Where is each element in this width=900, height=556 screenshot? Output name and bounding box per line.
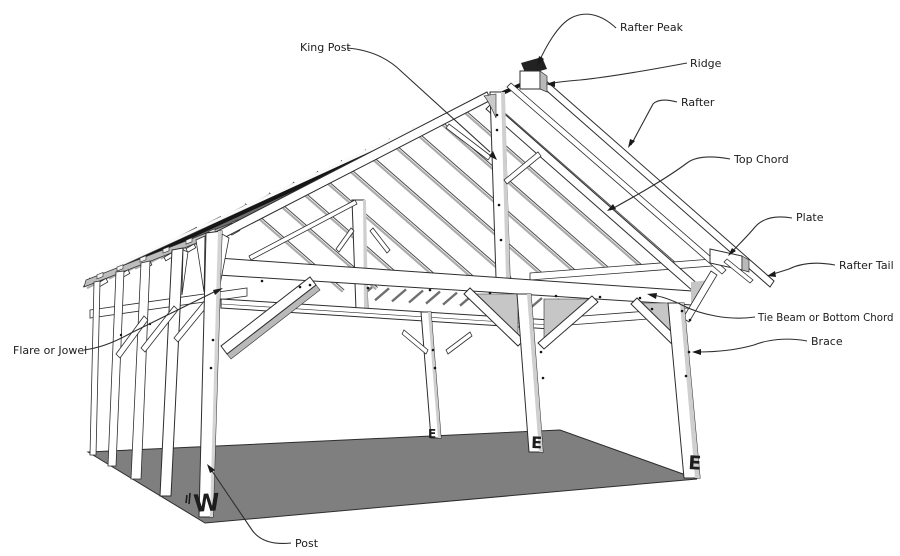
label-ridge: Ridge <box>690 57 722 70</box>
tie-beam-arrowhead <box>647 293 657 299</box>
label-flare-or-jowel: Flare or Jowel <box>13 344 87 357</box>
king-post-arrowhead <box>489 151 497 160</box>
corner-post-west-jowl-left <box>195 235 206 293</box>
label-rafter: Rafter <box>681 96 715 109</box>
rafter-peak-arrowhead <box>537 56 544 66</box>
brace-arrowhead <box>692 349 701 355</box>
label-plate: Plate <box>796 211 824 224</box>
middle-kp-brace-left <box>335 227 355 253</box>
roof-deck-top <box>90 73 533 280</box>
label-rafter-tail: Rafter Tail <box>839 259 894 272</box>
tie-beam-leader <box>651 294 756 319</box>
ridge-beam-side <box>539 70 548 93</box>
west-post-2-jowl <box>181 249 189 296</box>
west-brace-4 <box>115 315 149 359</box>
center-post-shade <box>527 294 543 452</box>
label-top-chord: Top Chord <box>733 153 789 166</box>
east-mark-corner: E <box>688 452 702 475</box>
rafter-tail-leader <box>769 262 836 276</box>
flare-leader <box>83 290 217 351</box>
annotations: Rafter Peak Ridge Rafter Top Chord Plate… <box>13 13 894 550</box>
rafter-arrowhead <box>628 139 635 148</box>
label-king-post: King Post <box>300 41 351 54</box>
west-mark: W <box>192 488 220 518</box>
label-brace: Brace <box>811 335 843 348</box>
plate-arrowhead <box>728 248 736 256</box>
west-brace-3 <box>140 305 179 353</box>
ridge-leader <box>548 62 688 85</box>
east-mark-center: E <box>531 433 543 452</box>
plate-leader <box>729 216 793 255</box>
post-arrowhead <box>207 464 215 473</box>
west-post-3 <box>130 260 151 480</box>
interior-post-brace-right <box>445 331 473 355</box>
interior-post-brace-left <box>401 329 429 355</box>
rafter-tail-extra <box>723 258 754 284</box>
post-marks: W E E E <box>185 427 702 518</box>
flare-arrowhead <box>213 288 223 295</box>
label-post: Post <box>295 537 319 550</box>
king-post-jowl <box>483 93 497 119</box>
corner-post-west-shade <box>210 231 222 517</box>
rafter-peak-leader <box>537 13 617 65</box>
label-rafter-peak: Rafter Peak <box>620 21 684 34</box>
gable-rafter-2 <box>506 82 727 275</box>
top-chord-leader <box>609 156 731 211</box>
middle-kp-brace-right <box>369 227 391 254</box>
brace-leader <box>696 338 808 353</box>
right-plate-end-face <box>741 255 750 273</box>
rafter-leader <box>630 99 678 146</box>
center-brace-right <box>537 295 599 350</box>
ridge-arrowhead <box>546 81 555 87</box>
east-mark-interior: E <box>428 427 436 441</box>
king-post-brace-right <box>503 151 542 185</box>
top-chord-arrowhead <box>607 204 616 211</box>
ridge-beam-end <box>519 70 541 90</box>
long-knee-brace <box>220 276 317 355</box>
west-mark-edge-tick <box>185 492 191 505</box>
near-gable-truss <box>209 57 775 479</box>
corner-post-west-group <box>195 230 230 518</box>
label-tie-beam: Tie Beam or Bottom Chord <box>757 313 893 324</box>
rafter-tail-arrowhead <box>767 271 776 277</box>
interior-post-shade <box>428 312 441 438</box>
corner-post-east-shade <box>680 303 700 478</box>
king-post-leader <box>346 47 491 153</box>
west-post-5 <box>89 280 101 456</box>
post-leader <box>211 470 292 544</box>
peg-dots <box>119 113 692 380</box>
king-post-shade <box>501 92 510 278</box>
floor-slab <box>86 429 698 524</box>
west-post-4 <box>107 270 125 467</box>
